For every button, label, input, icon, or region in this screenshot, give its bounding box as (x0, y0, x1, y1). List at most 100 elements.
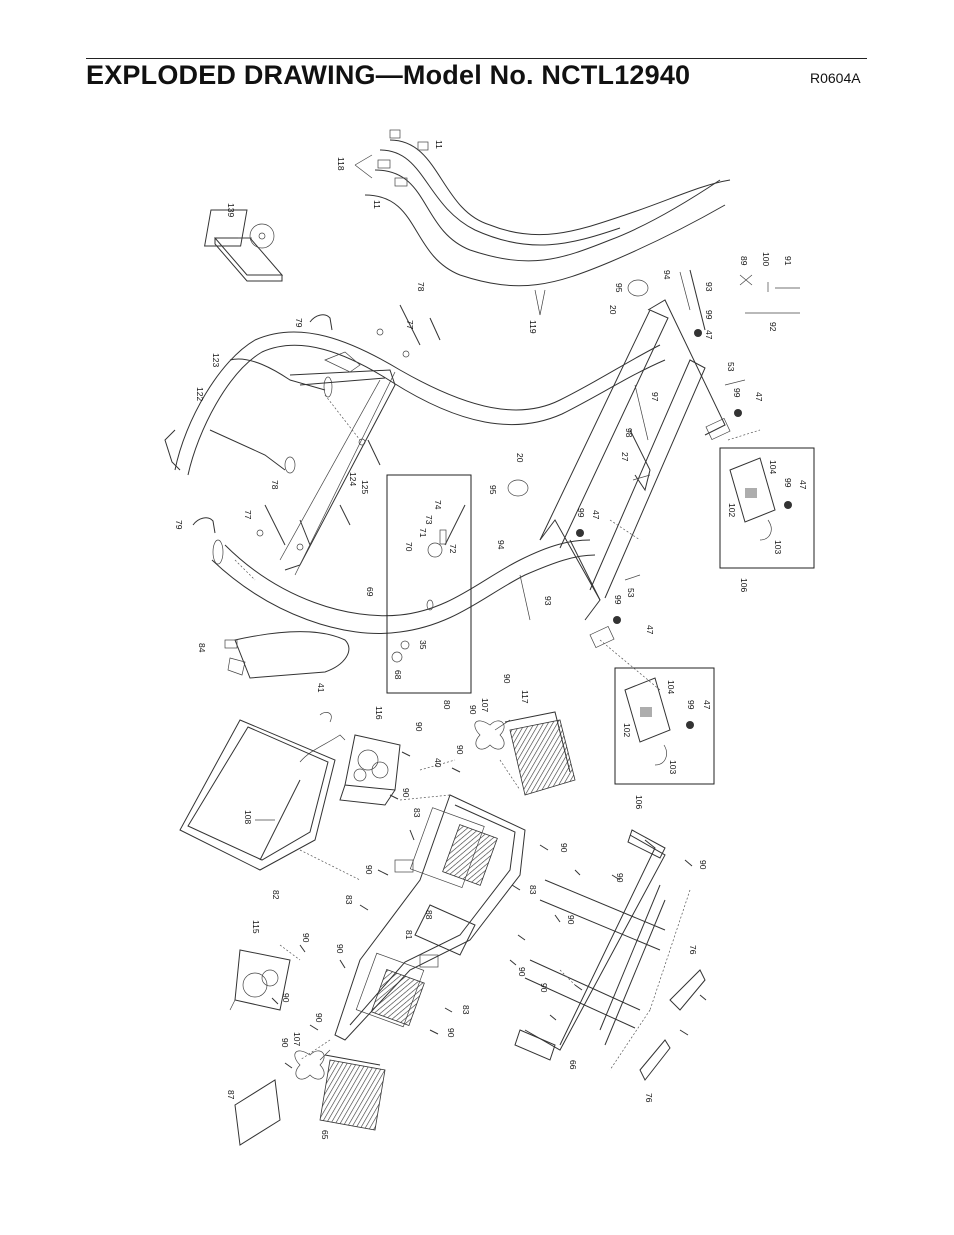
part-label: 90 (414, 722, 424, 732)
part-label: 99 (686, 700, 696, 710)
part-label: 79 (174, 520, 184, 530)
part-label: 83 (344, 895, 354, 905)
grille-117 (504, 711, 576, 796)
part-label: 99 (732, 388, 742, 398)
part-label: 70 (404, 542, 414, 552)
part-label: 94 (496, 540, 506, 550)
part-label: 53 (726, 362, 736, 372)
part-label: 119 (528, 320, 538, 334)
lower-frame-66 (514, 829, 666, 1061)
part-label: 47 (754, 392, 764, 402)
part-label: 90 (698, 860, 708, 870)
part-label: 92 (768, 322, 778, 332)
part-label: 90 (455, 745, 465, 755)
part-label: 20 (608, 305, 618, 315)
part-label: 27 (620, 452, 630, 462)
part-label: 106 (634, 795, 644, 809)
part-label: 35 (418, 640, 428, 650)
part-label: 116 (374, 706, 384, 720)
grille-65 (319, 1054, 386, 1131)
part-label: 90 (301, 933, 311, 943)
part-label: 78 (270, 480, 280, 490)
upright-handrails (354, 129, 731, 316)
part-label: 90 (566, 915, 576, 925)
part-label: 125 (360, 480, 370, 494)
part-label: 47 (591, 510, 601, 520)
part-labels: 11 118 11 139 119 78 77 79 123 122 124 1… (174, 140, 808, 1140)
cd-case-139 (204, 209, 284, 282)
fan-107-top (474, 719, 511, 750)
part-label: 53 (626, 588, 636, 598)
part-label: 90 (615, 873, 625, 883)
part-label: 93 (704, 282, 714, 292)
part-label: 90 (502, 674, 512, 684)
part-label: 95 (614, 283, 624, 293)
part-label: 107 (480, 698, 490, 712)
fan-107-bottom (294, 1049, 331, 1080)
part-label: 40 (433, 758, 443, 768)
part-label: 103 (773, 540, 783, 554)
page-title: EXPLODED DRAWING—Model No. NCTL12940 (86, 60, 691, 90)
box-106-bottom (614, 667, 715, 785)
part-label: 90 (539, 983, 549, 993)
part-label: 11 (434, 140, 444, 149)
part-label: 99 (576, 508, 586, 518)
part-label: 90 (314, 1013, 324, 1023)
part-label: 47 (645, 625, 655, 635)
part-label: 97 (650, 392, 660, 402)
box-80 (386, 474, 472, 694)
part-label: 118 (336, 157, 346, 171)
box-106-top (719, 447, 815, 569)
part-label: 99 (704, 310, 714, 320)
part-label: 89 (739, 256, 749, 266)
part-label: 72 (448, 544, 458, 554)
motor-115 (229, 949, 291, 1011)
part-label: 90 (281, 993, 291, 1003)
bolts-78-77 (256, 304, 441, 551)
part-label: 88 (424, 910, 434, 920)
part-label: 115 (251, 920, 261, 934)
part-label: 99 (613, 595, 623, 605)
part-label: 117 (520, 690, 530, 704)
part-label: 87 (226, 1090, 236, 1100)
misc-small-parts (576, 274, 800, 624)
end-caps-79 (192, 314, 361, 534)
wire-41 (319, 712, 332, 723)
part-label: 90 (401, 788, 411, 798)
header-rule (86, 58, 867, 59)
part-label: 83 (461, 1005, 471, 1015)
part-label: 47 (702, 700, 712, 710)
handlebar-assembly (164, 331, 666, 634)
part-label: 139 (226, 203, 236, 217)
part-label: 69 (365, 587, 375, 597)
part-label: 11 (372, 200, 382, 209)
part-label: 122 (195, 387, 205, 401)
part-label: 68 (393, 670, 403, 680)
part-label: 95 (488, 485, 498, 495)
part-label: 102 (727, 503, 737, 517)
part-label: 93 (543, 596, 553, 606)
part-label: 73 (424, 515, 434, 525)
part-label: 90 (517, 967, 527, 977)
part-label: 79 (294, 318, 304, 328)
part-label: 90 (468, 705, 478, 715)
rear-caps-76 (639, 969, 706, 1081)
pad-87 (234, 1079, 281, 1146)
part-label: 100 (761, 252, 771, 266)
part-label: 41 (316, 683, 326, 693)
part-label: 99 (783, 478, 793, 488)
part-label: 90 (280, 1038, 290, 1048)
part-label: 84 (197, 643, 207, 653)
screws (271, 751, 707, 1069)
part-label: 90 (559, 843, 569, 853)
part-label: 74 (433, 500, 443, 510)
part-label: 94 (662, 270, 672, 280)
part-label: 78 (416, 282, 426, 292)
part-label: 90 (446, 1028, 456, 1038)
part-label: 124 (348, 472, 358, 486)
part-label: 71 (418, 528, 428, 538)
part-label: 106 (739, 578, 749, 592)
part-label: 98 (624, 428, 634, 438)
part-label: 66 (568, 1060, 578, 1070)
